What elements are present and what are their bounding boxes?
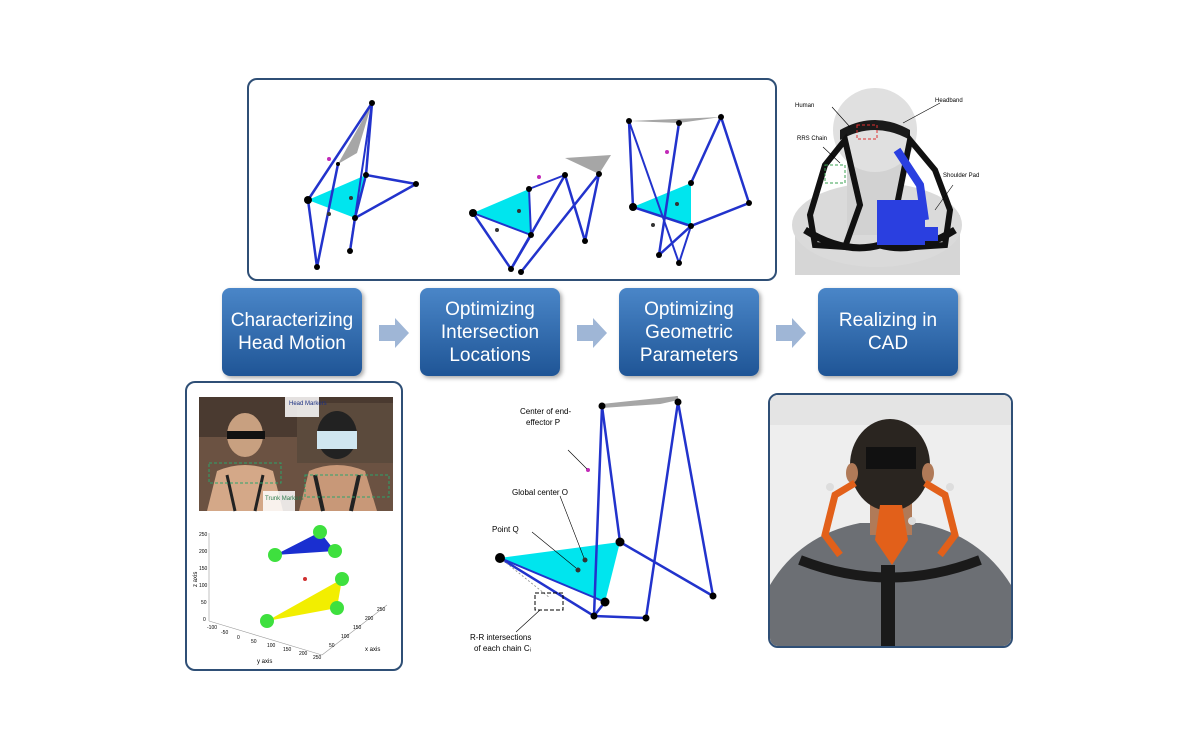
center-p-label-line2: effector P [526,418,560,427]
svg-text:250: 250 [313,655,322,661]
exoskeleton-photo [770,395,1011,646]
base-platform-2 [473,189,531,235]
svg-text:150: 150 [283,647,292,653]
svg-text:150: 150 [353,625,362,631]
svg-text:-50: -50 [221,630,228,636]
svg-text:100: 100 [341,634,350,640]
svg-text:50: 50 [201,600,207,606]
svg-text:100: 100 [199,583,208,589]
sketch-2 [469,155,611,275]
z-axis-label: z axis [193,572,199,587]
x-axis-label: x axis [365,647,380,653]
arrow-right-icon [577,318,607,348]
step-1-label: Characterizing Head Motion [230,310,354,354]
svg-text:200: 200 [365,616,374,622]
trunk-marker-triangle [267,579,342,621]
sketch-1 [304,100,419,270]
center-p-label-line1: Center of end- [520,407,571,416]
rrs-chain-label: RRS Chain [797,136,827,142]
human-label: Human [795,103,814,109]
head-markers-label: Head Markers [289,401,327,407]
kinematic-sketches [304,100,752,275]
arrow-right-icon [776,318,806,348]
motion-capture-content: Head Markers Trunk Markers z axis y axis… [193,397,393,665]
arrow-right-icon [379,318,409,348]
svg-text:250: 250 [199,532,208,538]
step-3-label: Optimizing Geometric Parameters [639,298,739,366]
svg-text:200: 200 [299,651,308,657]
step-optimizing-intersection-locations: Optimizing Intersection Locations [420,288,560,376]
cad-model: Human Headband RRS Chain Shoulder Pad [792,88,979,275]
trunk-markers-label: Trunk Markers [265,496,303,502]
marker-3d-plot: z axis y axis x axis 250 200 150 100 50 … [193,525,388,665]
step-2-label: Optimizing Intersection Locations [440,298,540,366]
step-characterizing-head-motion: Characterizing Head Motion [222,288,362,376]
motion-capture-frame: Head Markers Trunk Markers z axis y axis… [185,381,403,671]
step-4-label: Realizing in CAD [838,310,938,354]
base-platform-3 [633,183,691,226]
svg-text:-100: -100 [207,625,217,631]
exoskeleton-photo-frame [768,393,1013,648]
rr-intersections-label-line2: of each chain Cᵢ [474,644,531,653]
labeled-kinematic-diagram: Center of end- effector P Global center … [470,396,717,653]
y-axis-label: y axis [257,659,272,665]
svg-text:150: 150 [199,566,208,572]
shoulder-pad-label: Shoulder Pad [943,173,979,179]
base-platform-1 [308,175,366,218]
svg-text:200: 200 [199,549,208,555]
top-platform-3 [629,117,721,123]
step-optimizing-geometric-parameters: Optimizing Geometric Parameters [619,288,759,376]
svg-text:0: 0 [203,617,206,623]
rr-intersections-label-line1: R-R intersections [470,633,531,642]
top-platform-1 [338,103,372,164]
svg-text:250: 250 [377,607,386,613]
sketch-3 [626,113,752,267]
svg-text:100: 100 [267,643,276,649]
svg-text:0: 0 [237,635,240,641]
global-center-label: Global center O [512,488,568,497]
base-platform [500,542,620,602]
headband-label: Headband [935,98,963,104]
top-platform-2 [565,155,611,174]
point-q-label: Point Q [492,525,519,534]
svg-text:50: 50 [251,639,257,645]
kinematic-sketches-frame [247,78,777,281]
step-realizing-in-cad: Realizing in CAD [818,288,958,376]
svg-text:50: 50 [329,643,335,649]
